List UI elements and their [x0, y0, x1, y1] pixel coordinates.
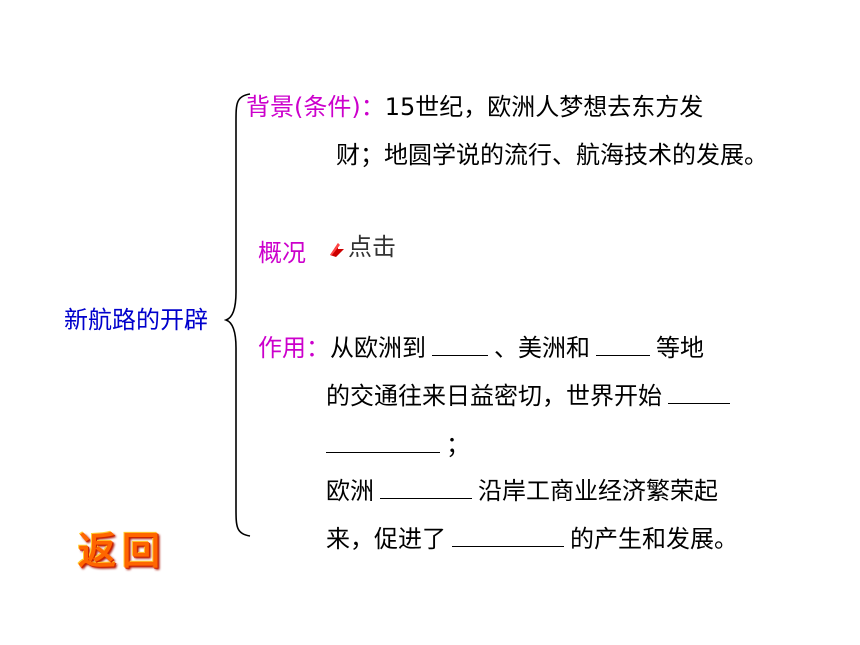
effect-text-5b: 的产生和发展。 — [570, 525, 738, 553]
effect-line-5: 来，促进了 的产生和发展。 — [326, 524, 738, 554]
effect-label: 作用： — [258, 334, 330, 362]
background-line-1: 背景(条件)：15世纪，欧洲人梦想去东方发 — [246, 92, 703, 122]
effect-line-1: 作用：从欧洲到 、美洲和 等地 — [258, 333, 704, 363]
overview-click-link[interactable]: 点击 — [328, 232, 396, 262]
background-text-1: 15世纪，欧洲人梦想去东方发 — [384, 93, 704, 121]
fill-blank-2[interactable] — [596, 333, 650, 356]
fill-blank-4[interactable] — [326, 430, 440, 453]
effect-text-2: 的交通往来日益密切，世界开始 — [326, 382, 662, 410]
effect-text-4a: 欧洲 — [326, 477, 374, 505]
effect-text-1a: 从欧洲到 — [330, 334, 426, 362]
click-link-label: 点击 — [348, 233, 396, 261]
effect-text-5a: 来，促进了 — [326, 525, 446, 553]
curly-brace — [224, 93, 251, 537]
overview-label: 概况 — [258, 239, 306, 267]
effect-line-3: ； — [320, 430, 470, 460]
fill-blank-1[interactable] — [432, 333, 488, 356]
background-label: 背景(条件)： — [246, 93, 385, 121]
fill-blank-6[interactable] — [452, 524, 564, 547]
effect-text-4b: 沿岸工商业经济繁荣起 — [478, 477, 718, 505]
fill-blank-3[interactable] — [668, 381, 730, 404]
fill-blank-5[interactable] — [380, 476, 472, 499]
effect-text-1c: 等地 — [656, 334, 704, 362]
effect-line-4: 欧洲 沿岸工商业经济繁荣起 — [326, 476, 718, 506]
topic-title: 新航路的开辟 — [64, 306, 208, 334]
effect-text-3: ； — [446, 431, 470, 459]
effect-text-1b: 、美洲和 — [494, 334, 590, 362]
return-button[interactable]: 返回 — [78, 529, 167, 573]
background-line-2: 财；地圆学说的流行、航海技术的发展。 — [336, 141, 768, 169]
effect-line-2: 的交通往来日益密切，世界开始 — [326, 381, 736, 411]
hyperlink-arrow-icon — [330, 243, 344, 257]
